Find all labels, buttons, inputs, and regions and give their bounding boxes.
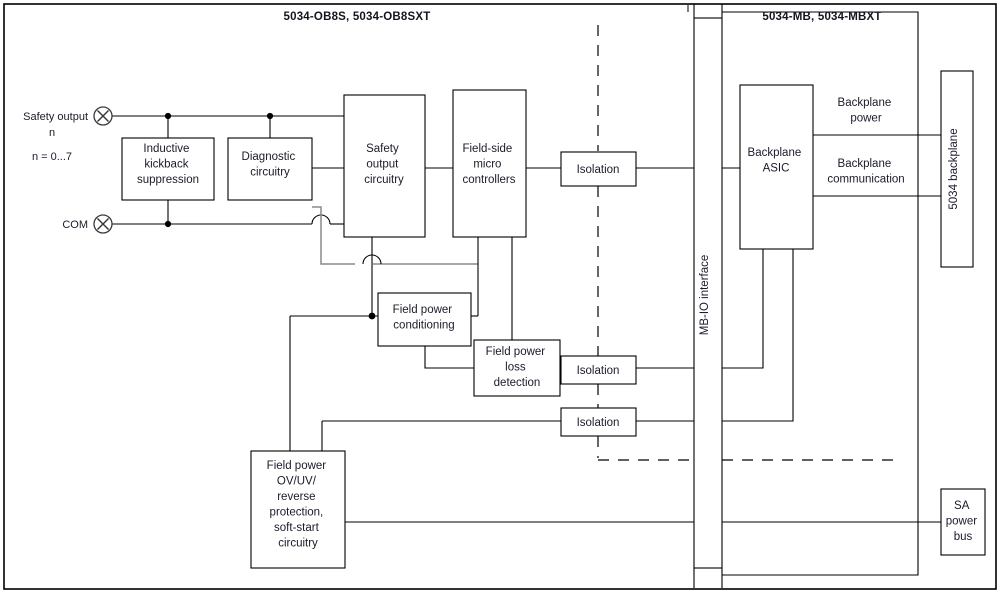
- terminal-label-com: COM: [62, 219, 88, 231]
- wire-label-line: Backplane: [838, 158, 892, 170]
- svg-text:Inductive kickback: Inductive kickback suppression: [137, 143, 199, 186]
- wire-label-line: power: [850, 113, 881, 125]
- wire-hop-safety-output-down: [362, 254, 382, 265]
- svg-text:Safety output circ: Safety output circuitry: [364, 143, 404, 186]
- block-label-line: MB-IO interface: [699, 255, 711, 336]
- terminal-safety-output[interactable]: [93, 106, 113, 126]
- block-label-line: detection: [494, 377, 541, 389]
- block-label-line: SA: [954, 500, 970, 512]
- block-backplane-asic[interactable]: Backplane ASIC: [739, 84, 814, 250]
- block-label-line: Isolation: [577, 417, 620, 429]
- block-label-line: output: [366, 159, 399, 171]
- block-isolation-middle[interactable]: Isolation: [560, 355, 637, 385]
- right-module-enclosure: [722, 11, 919, 576]
- block-label-line: Backplane: [748, 147, 802, 159]
- svg-text:Backplane power: Backplane power: [838, 97, 895, 125]
- block-field-power-conditioning[interactable]: Field power conditioning: [377, 292, 472, 347]
- block-label-line: OV/UV/: [277, 476, 317, 488]
- block-5034-backplane[interactable]: 5034 backplane: [940, 70, 974, 268]
- block-label-line: Safety: [366, 143, 399, 155]
- block-label-line: ASIC: [763, 163, 790, 175]
- wire-asic-bottom-a: [722, 249, 764, 369]
- block-label-line: power: [946, 516, 977, 528]
- block-label-line: Isolation: [577, 164, 620, 176]
- block-label-line: kickback: [144, 159, 188, 171]
- block-label-line: circuitry: [364, 174, 404, 186]
- block-label-line: protection,: [270, 507, 324, 519]
- block-label-line: controllers: [462, 174, 515, 186]
- block-label-line: Diagnostic: [242, 151, 296, 163]
- junction-dot-diagnostic-top: [266, 112, 274, 120]
- block-label-line: conditioning: [393, 320, 454, 332]
- block-isolation-top[interactable]: Isolation: [560, 151, 637, 187]
- svg-text:Diagnostic circuitry: Diagnostic circuitry: [242, 151, 299, 179]
- block-label-line: Isolation: [577, 365, 620, 377]
- block-field-power-protection[interactable]: Field power OV/UV/ reverse protection, s…: [250, 450, 346, 569]
- block-label-line: 5034 backplane: [948, 128, 960, 209]
- block-label-line: Field power: [393, 304, 453, 316]
- module-title-right: 5034-MB, 5034-MBXT: [762, 11, 881, 23]
- block-inductive-kickback-suppression[interactable]: Inductive kickback suppression: [121, 137, 215, 201]
- wire-gray-diagnostic-feedback-a: [312, 206, 355, 265]
- block-label-line: Field-side: [462, 143, 512, 155]
- svg-text:Field-side micro c: Field-side micro controllers: [462, 143, 515, 186]
- terminal-label-safety-output-range: n = 0...7: [32, 151, 72, 163]
- junction-dot-fpc: [368, 312, 376, 320]
- block-label-line: reverse: [277, 491, 315, 503]
- svg-text:Field power conditioning: Field power conditioning: [393, 304, 456, 332]
- block-label-line: suppression: [137, 174, 199, 186]
- svg-text:Backplane ASIC: Backplane ASIC: [748, 147, 805, 175]
- junction-dot-kickback-top: [164, 112, 172, 120]
- svg-text:SA power bus: SA power bus: [946, 500, 981, 543]
- svg-text:Backplane communication: Backplane communication: [827, 158, 904, 186]
- module-title-left: 5034-OB8S, 5034-OB8SXT: [284, 11, 431, 23]
- block-sa-power-bus[interactable]: SA power bus: [940, 488, 986, 556]
- block-diagnostic-circuitry[interactable]: Diagnostic circuitry: [227, 137, 313, 201]
- wire-asic-bottom-b: [722, 249, 794, 422]
- block-label-line: loss: [505, 362, 526, 374]
- block-mb-io-interface[interactable]: MB-IO interface: [693, 17, 723, 569]
- block-label-line: Field power: [267, 460, 327, 472]
- block-safety-output-circuitry[interactable]: Safety output circuitry: [343, 94, 426, 238]
- svg-text:Field power OV/UV/: Field power OV/UV/ reverse protection, s…: [267, 460, 330, 550]
- block-field-side-micro-controllers[interactable]: Field-side micro controllers: [452, 89, 527, 238]
- block-label-line: Field power: [486, 346, 546, 358]
- screw-terminal-icon: [96, 217, 110, 231]
- block-label-line: soft-start: [274, 522, 320, 534]
- terminal-label-safety-output: Safety output: [23, 111, 88, 123]
- junction-dot-kickback-bottom: [164, 220, 172, 228]
- terminal-com[interactable]: [93, 214, 113, 234]
- terminal-label-safety-output-index: n: [49, 127, 55, 139]
- screw-terminal-icon: [96, 109, 110, 123]
- block-label-line: micro: [473, 159, 501, 171]
- wire-label-line: Backplane: [838, 97, 892, 109]
- block-isolation-bottom[interactable]: Isolation: [560, 407, 637, 437]
- svg-text:Field power loss d: Field power loss detection: [486, 346, 549, 389]
- block-label-line: Inductive: [143, 143, 189, 155]
- wire-fpc-to-fpld: [424, 346, 474, 369]
- block-label-line: bus: [954, 531, 973, 543]
- block-label-line: circuitry: [250, 167, 290, 179]
- block-label-line: circuitry: [278, 538, 318, 550]
- block-field-power-loss-detection[interactable]: Field power loss detection: [473, 339, 561, 397]
- wire-label-line: communication: [827, 174, 904, 186]
